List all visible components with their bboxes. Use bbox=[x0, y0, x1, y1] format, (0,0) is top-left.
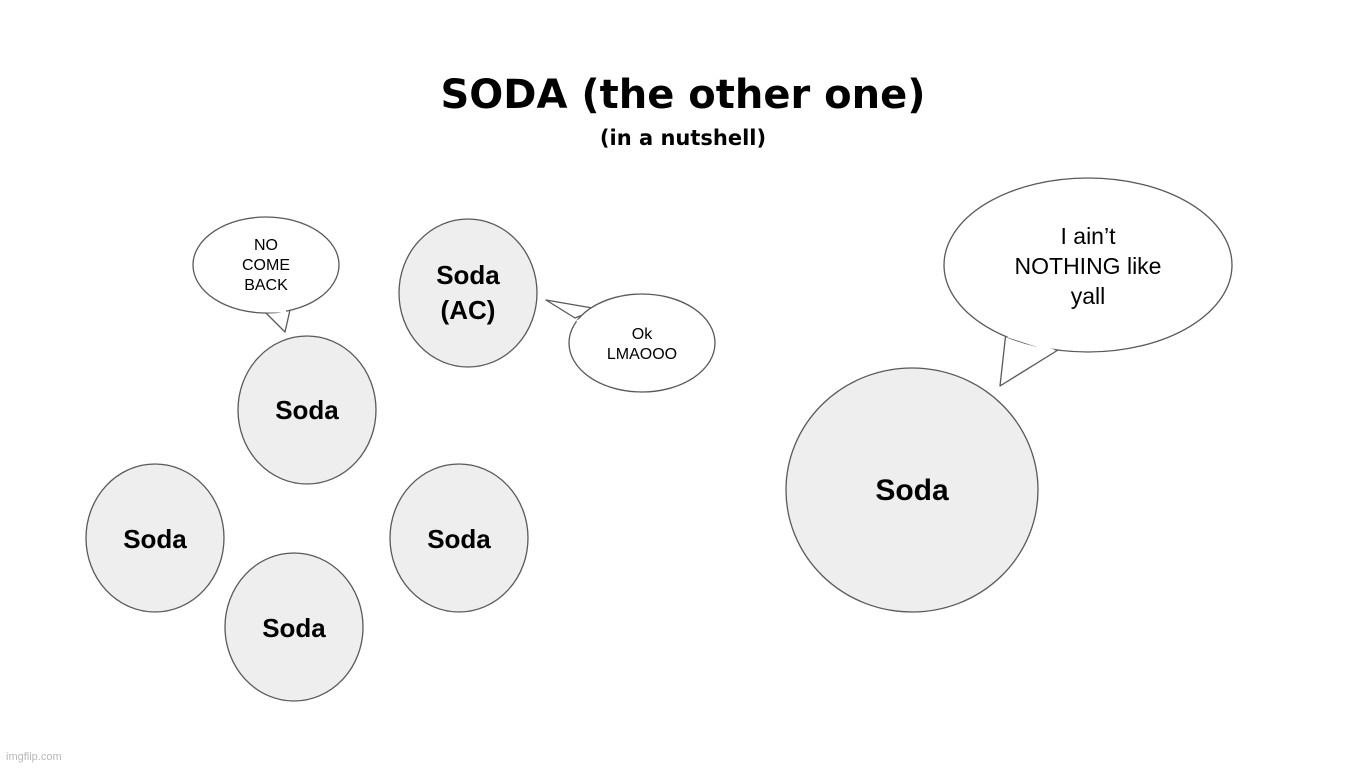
node-soda-ac bbox=[398, 218, 538, 368]
bubble-ok-lmaooo-label: Ok LMAOOO bbox=[606, 326, 678, 363]
node-soda-right bbox=[389, 463, 529, 613]
speech-bubble-ok-lmaooo bbox=[545, 293, 716, 393]
bubble-no-come-back-label: NO COME BACK bbox=[242, 237, 290, 294]
node-soda-top-label: Soda bbox=[275, 394, 339, 425]
node-soda-bottom-label: Soda bbox=[262, 612, 326, 643]
node-soda-left-label: Soda bbox=[123, 523, 187, 554]
node-soda-big bbox=[785, 367, 1039, 613]
speech-bubble-no-come-back bbox=[192, 216, 340, 333]
diagram-subtitle: (in a nutshell) bbox=[599, 126, 767, 150]
node-soda-top bbox=[237, 335, 377, 485]
speech-bubble-aint-nothing bbox=[943, 177, 1233, 387]
bubble-aint-nothing-label: I ain’t NOTHING like yall bbox=[1014, 223, 1162, 309]
diagram-title: SODA (the other one) bbox=[440, 72, 926, 118]
imgflip-watermark: imgflip.com bbox=[6, 751, 62, 763]
node-soda-right-label: Soda bbox=[427, 523, 491, 554]
node-soda-big-label: Soda bbox=[875, 474, 949, 507]
node-soda-left bbox=[85, 463, 225, 613]
node-soda-ac-label: Soda (AC) bbox=[436, 260, 500, 325]
node-soda-bottom bbox=[224, 552, 364, 702]
